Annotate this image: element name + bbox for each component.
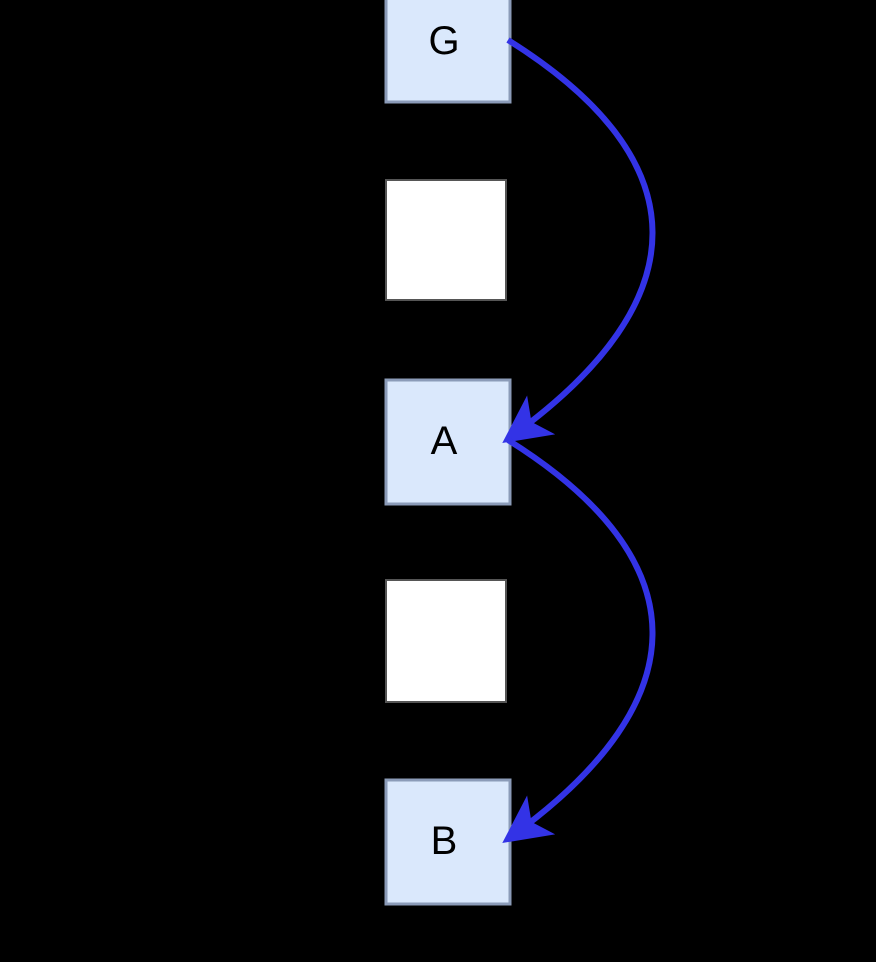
node-b[interactable]: B <box>384 778 512 906</box>
node-g-box <box>384 0 512 104</box>
node-g-label: G <box>428 19 459 63</box>
node-g[interactable]: G <box>384 0 512 104</box>
curved-arrow-g-to-a <box>502 37 656 444</box>
node-b-box <box>384 778 512 906</box>
node-b-label: B <box>431 819 458 863</box>
node-blank-1-box <box>385 179 507 301</box>
node-blank-2-box <box>385 579 507 703</box>
node-blank-1[interactable] <box>385 179 507 301</box>
node-a-label: A <box>431 419 458 463</box>
node-a-box <box>384 378 512 506</box>
node-a[interactable]: A <box>384 378 512 506</box>
curved-arrow-a-to-b <box>502 437 656 844</box>
node-blank-2[interactable] <box>385 579 507 703</box>
